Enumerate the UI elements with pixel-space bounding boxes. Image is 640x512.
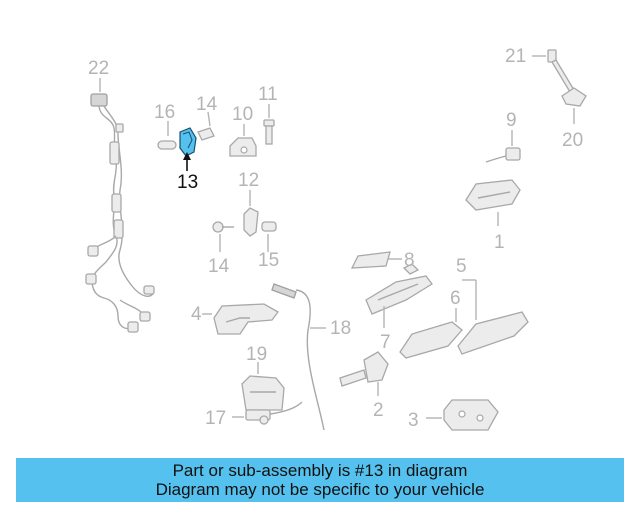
- callout-5: 5: [456, 256, 467, 277]
- part-2-lock-cylinder: [339, 351, 389, 396]
- part-6-trim-strip: [399, 308, 463, 359]
- part-18-rod: [271, 283, 326, 431]
- part-1-lamp-housing: [465, 179, 521, 226]
- banner-disclaimer-line: Diagram may not be specific to your vehi…: [155, 480, 485, 499]
- callout-14-lower: 14: [208, 256, 230, 277]
- part-12-bracket: [243, 190, 259, 237]
- callout-2: 2: [373, 400, 384, 421]
- callout-10: 10: [232, 104, 253, 125]
- callout-3: 3: [408, 410, 419, 431]
- callout-22: 22: [88, 58, 109, 79]
- part-11-bolt: [263, 104, 275, 145]
- callout-13-highlighted: 13: [177, 172, 198, 193]
- callout-6: 6: [450, 288, 461, 309]
- part-15-pin: [261, 221, 277, 252]
- exploded-parts-diagram: 1 2 3 4 5 6 7 8 9 10 11 12 13 14 14 15 1…: [85, 46, 587, 431]
- callout-8: 8: [404, 250, 415, 271]
- part-20-hinge: [561, 87, 587, 124]
- part-17-cable-connector: [232, 401, 303, 425]
- callout-20: 20: [562, 130, 583, 151]
- part-8-handle-cover: [350, 251, 420, 275]
- part-21-arm-bracket: [532, 49, 575, 93]
- callout-9: 9: [506, 110, 517, 131]
- callout-18: 18: [330, 318, 351, 339]
- callout-labels: 1 2 3 4 5 6 7 8 9 10 11 12 13 14 14 15 1…: [88, 46, 583, 431]
- callout-17: 17: [205, 408, 226, 429]
- part-9-socket: [485, 130, 521, 163]
- banner-part-line: Part or sub-assembly is #13 in diagram: [172, 461, 468, 480]
- callout-1: 1: [494, 232, 505, 253]
- callout-12: 12: [238, 170, 259, 191]
- part-16-pin: [157, 121, 177, 150]
- callout-16: 16: [154, 102, 175, 123]
- callout-7: 7: [380, 332, 391, 353]
- part-7-outer-handle: [365, 275, 433, 328]
- part-13-bracket-highlighted: [179, 127, 197, 171]
- part-19-actuator: [241, 362, 285, 411]
- callout-21: 21: [505, 46, 526, 67]
- callout-19: 19: [246, 344, 267, 365]
- part-22-wiring-harness: [85, 78, 155, 333]
- callout-14-upper: 14: [196, 94, 218, 115]
- part-14-lower-screw: [212, 221, 234, 252]
- part-5-garnish: [457, 279, 529, 355]
- info-banner: Part or sub-assembly is #13 in diagram D…: [16, 458, 624, 502]
- part-3-latch: [426, 399, 499, 431]
- callout-11: 11: [258, 84, 278, 105]
- part-4-handle-housing: [202, 303, 279, 335]
- callout-4: 4: [191, 304, 202, 325]
- part-10-clip: [229, 124, 257, 157]
- callout-15: 15: [258, 250, 279, 271]
- part-14-upper-pin: [197, 111, 215, 141]
